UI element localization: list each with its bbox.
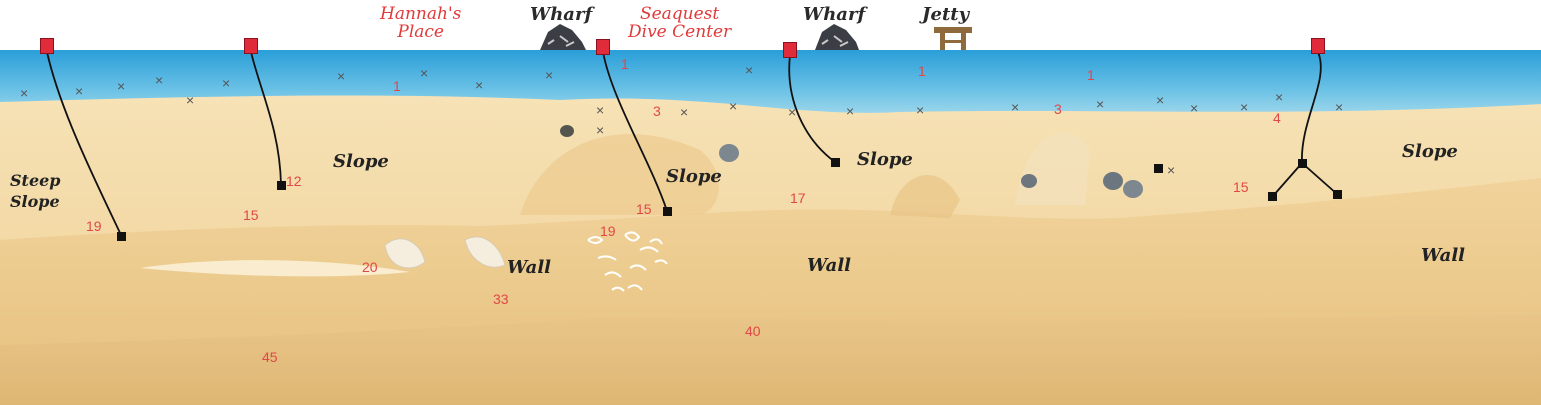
x-marker-icon: ×	[1275, 89, 1284, 105]
zone-label-slope: Slope	[333, 151, 389, 172]
boulder-icon	[560, 125, 574, 137]
depth-label: 1	[393, 78, 401, 94]
x-marker-icon: ×	[337, 68, 346, 84]
depth-label: 15	[1233, 179, 1249, 195]
x-marker-icon: ×	[1190, 100, 1199, 116]
depth-label: 1	[621, 56, 629, 72]
x-marker-icon: ×	[155, 72, 164, 88]
jetty-icon	[934, 27, 972, 50]
mooring-buoy-icon[interactable]	[40, 38, 54, 54]
zone-label-wall: Wall	[507, 257, 551, 278]
x-marker-icon: ×	[186, 92, 195, 108]
boulder-icon	[1021, 174, 1037, 188]
depth-label: 3	[1054, 101, 1062, 117]
coral-icon	[464, 236, 506, 268]
depth-label: 20	[362, 259, 378, 275]
x-marker-icon: ×	[788, 104, 797, 120]
x-marker-icon: ×	[117, 78, 126, 94]
depth-label: 1	[918, 63, 926, 79]
mooring-buoy-icon[interactable]	[596, 39, 610, 55]
anchor-block-icon	[1268, 192, 1277, 201]
boulder-icon	[1103, 172, 1123, 190]
depth-label: 45	[262, 349, 278, 365]
depth-label: 12	[286, 173, 302, 189]
x-marker-icon: ×	[1011, 99, 1020, 115]
x-marker-icon: ×	[1240, 99, 1249, 115]
anchor-block-icon	[1298, 159, 1307, 168]
zone-label-slope: Slope	[1402, 141, 1458, 162]
mooring-buoy-icon[interactable]	[1311, 38, 1325, 54]
depth-label: 15	[636, 201, 652, 217]
x-marker-icon: ×	[846, 103, 855, 119]
boulder-icon	[1123, 180, 1143, 198]
x-marker-icon: ×	[75, 83, 84, 99]
x-marker-icon: ×	[1156, 92, 1165, 108]
depth-label: 17	[790, 190, 806, 206]
mooring-buoy-icon[interactable]	[783, 42, 797, 58]
zone-label-wall: Wall	[807, 255, 851, 276]
depth-label: 40	[745, 323, 761, 339]
x-marker-icon: ×	[420, 65, 429, 81]
wharf-icon	[815, 24, 859, 50]
x-marker-icon: ×	[1167, 162, 1176, 178]
anchor-block-icon	[1333, 190, 1342, 199]
depth-label: 4	[1273, 110, 1281, 126]
x-marker-icon: ×	[20, 85, 29, 101]
x-marker-icon: ×	[1335, 99, 1344, 115]
anchor-block-icon	[663, 207, 672, 216]
x-marker-icon: ×	[1096, 96, 1105, 112]
x-marker-icon: ×	[475, 77, 484, 93]
x-marker-icon: ×	[596, 122, 605, 138]
depth-label: 19	[600, 223, 616, 239]
anchor-block-icon	[277, 181, 286, 190]
structure-label-wharf: Wharf	[530, 4, 593, 25]
anchor-block-icon	[117, 232, 126, 241]
x-marker-icon: ×	[545, 67, 554, 83]
wharf-icon	[540, 24, 586, 50]
depth-label: 19	[86, 218, 102, 234]
anchor-block-icon	[831, 158, 840, 167]
mooring-buoy-icon[interactable]	[244, 38, 258, 54]
depth-label: 1	[1087, 67, 1095, 83]
depth-label: 15	[243, 207, 259, 223]
x-marker-icon: ×	[916, 102, 925, 118]
boulder-icon	[719, 144, 739, 162]
zone-label-wall: Wall	[1421, 245, 1465, 266]
structure-label-wharf: Wharf	[803, 4, 866, 25]
reef-marker-icon	[1154, 164, 1163, 173]
depth-label: 33	[493, 291, 509, 307]
x-marker-icon: ×	[596, 102, 605, 118]
coral-icon	[587, 231, 668, 292]
zone-label-slope: Slope	[666, 166, 722, 187]
coral-icon	[384, 238, 426, 269]
x-marker-icon: ×	[680, 104, 689, 120]
mooring-line	[46, 51, 1338, 236]
x-marker-icon: ×	[222, 75, 231, 91]
structure-label-jetty: Jetty	[922, 4, 970, 25]
zone-label-slope: Slope	[857, 149, 913, 170]
depth-label: 3	[653, 103, 661, 119]
x-marker-icon: ×	[729, 98, 738, 114]
x-marker-icon: ×	[745, 62, 754, 78]
